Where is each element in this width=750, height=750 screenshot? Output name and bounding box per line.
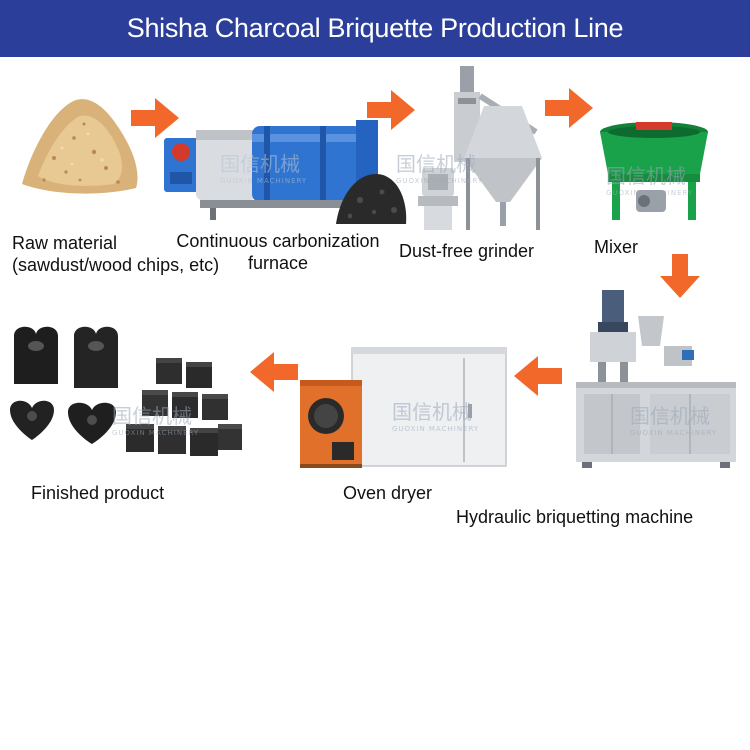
arrow-grinder-to-mixer bbox=[545, 88, 593, 128]
step-label-grinder: Dust-free grinder bbox=[399, 241, 535, 261]
dust-free-grinder-image bbox=[414, 62, 554, 236]
step-label-mixer: Mixer bbox=[594, 237, 638, 257]
page-title: Shisha Charcoal Briquette Production Lin… bbox=[0, 0, 750, 57]
step-label-finished-product: Finished product bbox=[31, 483, 165, 503]
watermark-dryer: 国信机械 GUOXIN MACHINERY bbox=[392, 400, 480, 433]
step-label-oven-dryer: Oven dryer bbox=[343, 483, 433, 503]
arrow-raw-to-furnace bbox=[131, 98, 179, 138]
carbonization-label-line2: furnace bbox=[247, 253, 309, 273]
step-label-carbonization: Continuous carbonization furnace bbox=[172, 230, 384, 274]
watermark-furnace: 国信机械 GUOXIN MACHINERY bbox=[220, 152, 308, 185]
cube-briquettes bbox=[126, 358, 242, 456]
carbonization-label-line1: Continuous carbonization bbox=[176, 231, 380, 251]
watermark-mixer: 国信机械 GUOXIN MACHINERY bbox=[606, 164, 694, 197]
step-label-raw-material: Raw material (sawdust/wood chips, etc) bbox=[12, 232, 219, 276]
arrow-press-to-dryer bbox=[514, 356, 562, 396]
step-label-hydraulic-press: Hydraulic briquetting machine bbox=[456, 507, 694, 527]
arrow-dryer-to-product bbox=[250, 352, 298, 392]
arrow-mixer-to-press bbox=[660, 254, 700, 298]
raw-material-image bbox=[14, 88, 144, 200]
mixer-image bbox=[596, 118, 712, 224]
oven-dryer-image bbox=[296, 344, 510, 472]
raw-material-label-line2: (sawdust/wood chips, etc) bbox=[12, 255, 220, 275]
heart-briquettes bbox=[10, 326, 118, 444]
watermark-product: 国信机械 GUOXIN MACHINERY bbox=[112, 404, 200, 437]
watermark-press: 国信机械 GUOXIN MACHINERY bbox=[630, 404, 718, 437]
hydraulic-briquetting-machine-image bbox=[572, 286, 740, 470]
arrow-furnace-to-grinder bbox=[367, 90, 415, 130]
raw-material-label-line1: Raw material bbox=[12, 233, 118, 253]
finished-product-image bbox=[6, 324, 244, 468]
watermark-grinder: 国信机械 GUOXIN MACHINERY bbox=[396, 152, 484, 185]
carbonization-furnace-image bbox=[160, 112, 408, 232]
